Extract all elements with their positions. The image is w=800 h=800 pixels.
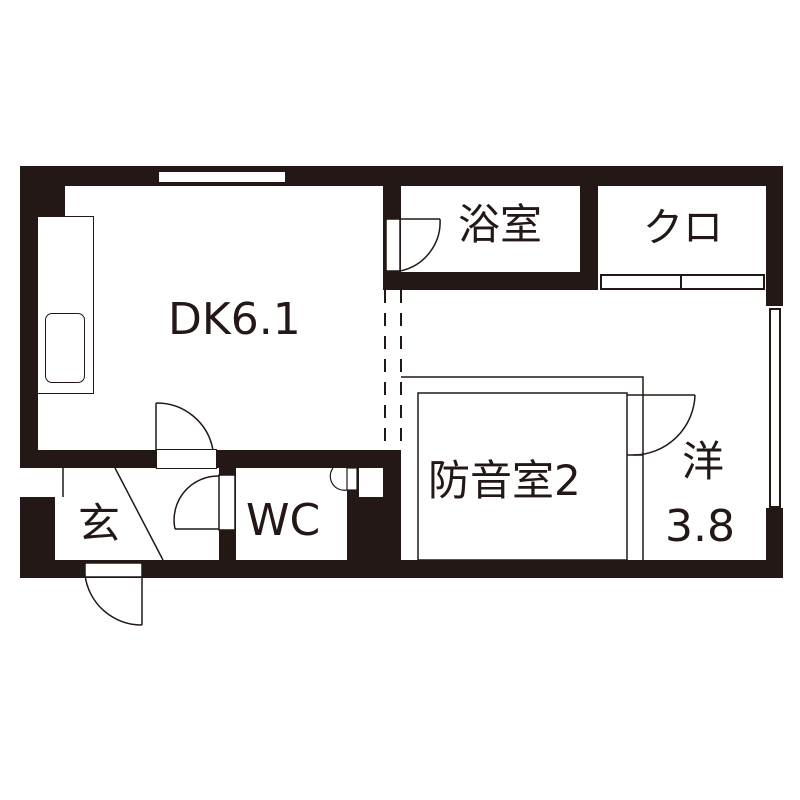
wall-entrance-left-block bbox=[20, 497, 55, 578]
kitchen-sink bbox=[45, 313, 85, 383]
room-label-closet: クロ bbox=[643, 205, 723, 251]
room-label-bath: 浴室 bbox=[458, 200, 543, 249]
window-western-right bbox=[769, 308, 781, 508]
wall-right-upper bbox=[766, 166, 783, 306]
room-label-western-size: 3.8 bbox=[665, 501, 735, 552]
wall-bath-bottom bbox=[383, 272, 598, 290]
room-label-soundproof: 防音室2 bbox=[428, 456, 581, 505]
closet-door-right[interactable] bbox=[680, 274, 765, 290]
wall-bath-closet bbox=[580, 166, 598, 290]
wall-wc-right-2 bbox=[359, 497, 384, 578]
room-label-dk: DK6.1 bbox=[168, 294, 301, 345]
wall-wc-right bbox=[347, 467, 359, 578]
room-label-western: 洋 bbox=[682, 437, 725, 486]
room-label-wc: WC bbox=[246, 495, 321, 546]
wall-soundproof-left bbox=[383, 450, 401, 578]
wall-bottom bbox=[20, 560, 783, 578]
dk-door-opening bbox=[156, 449, 217, 469]
window-dk-top bbox=[157, 170, 287, 184]
room-label-entrance: 玄 bbox=[78, 499, 121, 548]
wall-left-upper bbox=[20, 166, 38, 466]
wall-left-corner bbox=[20, 166, 65, 216]
